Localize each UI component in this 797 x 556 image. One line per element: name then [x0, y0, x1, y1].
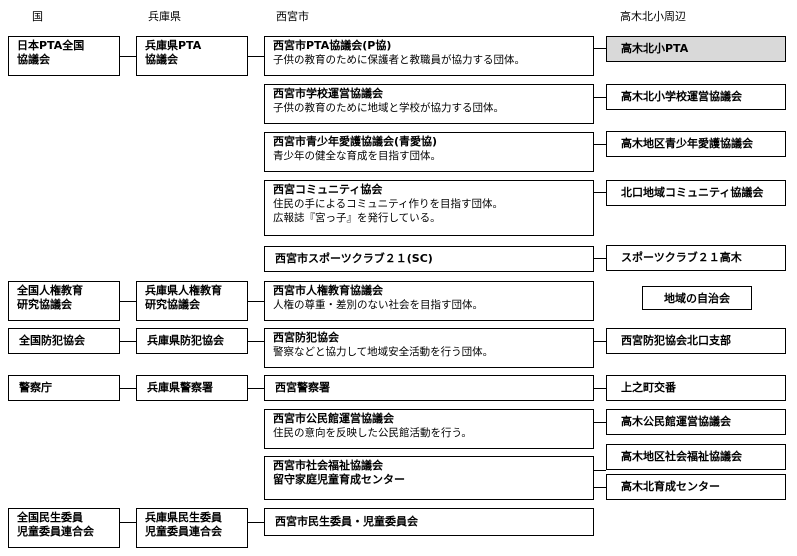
connector — [594, 97, 606, 99]
connector — [120, 522, 136, 524]
local-gakko-box: 高木北小学校運営協議会 — [606, 84, 786, 110]
connector — [594, 341, 606, 343]
shi-shakyo-title: 西宮市社会福祉協議会 — [273, 459, 383, 472]
connector — [248, 388, 264, 390]
ken-jinken-line1: 兵庫県人権教育 — [145, 284, 222, 297]
local-keisatsu-box: 上之町交番 — [606, 375, 786, 401]
ken-minsei-line1: 兵庫県民生委員 — [145, 511, 222, 524]
ken-bohan-box: 兵庫県防犯協会 — [136, 328, 248, 354]
local-kominkan-box: 高木公民館運営協議会 — [606, 409, 786, 435]
local-community-box: 北口地域コミュニティ協議会 — [606, 180, 786, 206]
kuni-jinken-line1: 全国人権教育 — [17, 284, 83, 297]
connector — [248, 301, 264, 303]
shi-kominkan-desc: 住民の意向を反映した公民館活動を行う。 — [273, 427, 472, 439]
connector — [120, 341, 136, 343]
shi-seishonen-box: 西宮市青少年愛護協議会(青愛協) 青少年の健全な育成を目指す団体。 — [264, 132, 594, 172]
local-ikusei-box: 高木北育成センター — [606, 474, 786, 500]
shi-shakyo-box: 西宮市社会福祉協議会 留守家庭児童育成センター — [264, 456, 594, 500]
shi-jinken-box: 西宮市人権教育協議会 人権の尊重・差別のない社会を目指す団体。 — [264, 281, 594, 321]
connector — [248, 341, 264, 343]
connector — [594, 422, 606, 424]
header-ken: 兵庫県 — [148, 10, 181, 23]
connector — [120, 388, 136, 390]
shi-jinken-desc: 人権の尊重・差別のない社会を目指す団体。 — [273, 299, 483, 311]
local-seishonen-box: 高木地区青少年愛護協議会 — [606, 131, 786, 157]
connector — [594, 258, 606, 260]
header-local: 高木北小周辺 — [620, 10, 686, 23]
shi-bohan-box: 西宮防犯協会 警察などと協力して地域安全活動を行う団体。 — [264, 328, 594, 368]
kuni-pta-line2: 協議会 — [17, 53, 50, 66]
header-kuni: 国 — [32, 10, 43, 23]
kuni-jinken-box: 全国人権教育 研究協議会 — [8, 281, 120, 321]
kuni-pta-box: 日本PTA全国 協議会 — [8, 36, 120, 76]
ken-minsei-box: 兵庫県民生委員 児童委員連合会 — [136, 508, 248, 548]
kuni-keisatsu-box: 警察庁 — [8, 375, 120, 401]
shi-kominkan-box: 西宮市公民館運営協議会 住民の意向を反映した公民館活動を行う。 — [264, 409, 594, 449]
local-jichikai-box: 地域の自治会 — [642, 286, 752, 310]
kuni-minsei-line1: 全国民生委員 — [17, 511, 83, 524]
connector — [594, 470, 606, 472]
ken-minsei-line2: 児童委員連合会 — [145, 525, 222, 538]
ken-pta-line1: 兵庫県PTA — [145, 39, 202, 52]
shi-pta-box: 西宮市PTA協議会(P協) 子供の教育のために保護者と教職員が協力する団体。 — [264, 36, 594, 76]
shi-community-box: 西宮コミュニティ協会 住民の手によるコミュニティ作りを目指す団体。 広報誌『宮っ… — [264, 180, 594, 236]
kuni-bohan-box: 全国防犯協会 — [8, 328, 120, 354]
connector — [594, 144, 606, 146]
shi-community-desc2: 広報誌『宮っ子』を発行している。 — [273, 212, 441, 224]
connector — [120, 301, 136, 303]
ken-keisatsu-box: 兵庫県警察署 — [136, 375, 248, 401]
shi-pta-title: 西宮市PTA協議会(P協) — [273, 39, 392, 52]
shi-bohan-title: 西宮防犯協会 — [273, 331, 339, 344]
shi-minsei-box: 西宮市民生委員・児童委員会 — [264, 508, 594, 536]
shi-community-title: 西宮コミュニティ協会 — [273, 183, 383, 196]
kuni-pta-line1: 日本PTA全国 — [17, 39, 85, 52]
shi-keisatsu-box: 西宮警察署 — [264, 375, 594, 401]
ken-pta-line2: 協議会 — [145, 53, 178, 66]
shi-sports-box: 西宮市スポーツクラブ２１(SC) — [264, 246, 594, 272]
ken-jinken-box: 兵庫県人権教育 研究協議会 — [136, 281, 248, 321]
shi-gakko-desc: 子供の教育のために地域と学校が協力する団体。 — [273, 102, 504, 114]
shi-gakko-box: 西宮市学校運営協議会 子供の教育のために地域と学校が協力する団体。 — [264, 84, 594, 124]
connector — [594, 388, 606, 390]
connector — [248, 522, 264, 524]
connector — [594, 487, 606, 489]
ken-jinken-line2: 研究協議会 — [145, 298, 200, 311]
shi-kominkan-title: 西宮市公民館運営協議会 — [273, 412, 394, 425]
local-pta-box: 高木北小PTA — [606, 36, 786, 62]
connector — [594, 48, 606, 50]
ken-pta-box: 兵庫県PTA 協議会 — [136, 36, 248, 76]
local-shakyo-box: 高木地区社会福祉協議会 — [606, 444, 786, 470]
header-shi: 西宮市 — [276, 10, 309, 23]
shi-gakko-title: 西宮市学校運営協議会 — [273, 87, 383, 100]
connector — [248, 56, 264, 58]
connector — [120, 56, 136, 58]
kuni-minsei-line2: 児童委員連合会 — [17, 525, 94, 538]
local-bohan-box: 西宮防犯協会北口支部 — [606, 328, 786, 354]
shi-seishonen-title: 西宮市青少年愛護協議会(青愛協) — [273, 135, 438, 148]
shi-jinken-title: 西宮市人権教育協議会 — [273, 284, 383, 297]
shi-seishonen-desc: 青少年の健全な育成を目指す団体。 — [273, 150, 441, 162]
shi-community-desc1: 住民の手によるコミュニティ作りを目指す団体。 — [273, 198, 504, 210]
local-sports-box: スポーツクラブ２１高木 — [606, 245, 786, 271]
shi-bohan-desc: 警察などと協力して地域安全活動を行う団体。 — [273, 346, 494, 358]
kuni-minsei-box: 全国民生委員 児童委員連合会 — [8, 508, 120, 548]
connector — [594, 192, 606, 194]
kuni-jinken-line2: 研究協議会 — [17, 298, 72, 311]
shi-pta-desc: 子供の教育のために保護者と教職員が協力する団体。 — [273, 54, 525, 66]
shi-shakyo-title2: 留守家庭児童育成センター — [273, 473, 405, 486]
